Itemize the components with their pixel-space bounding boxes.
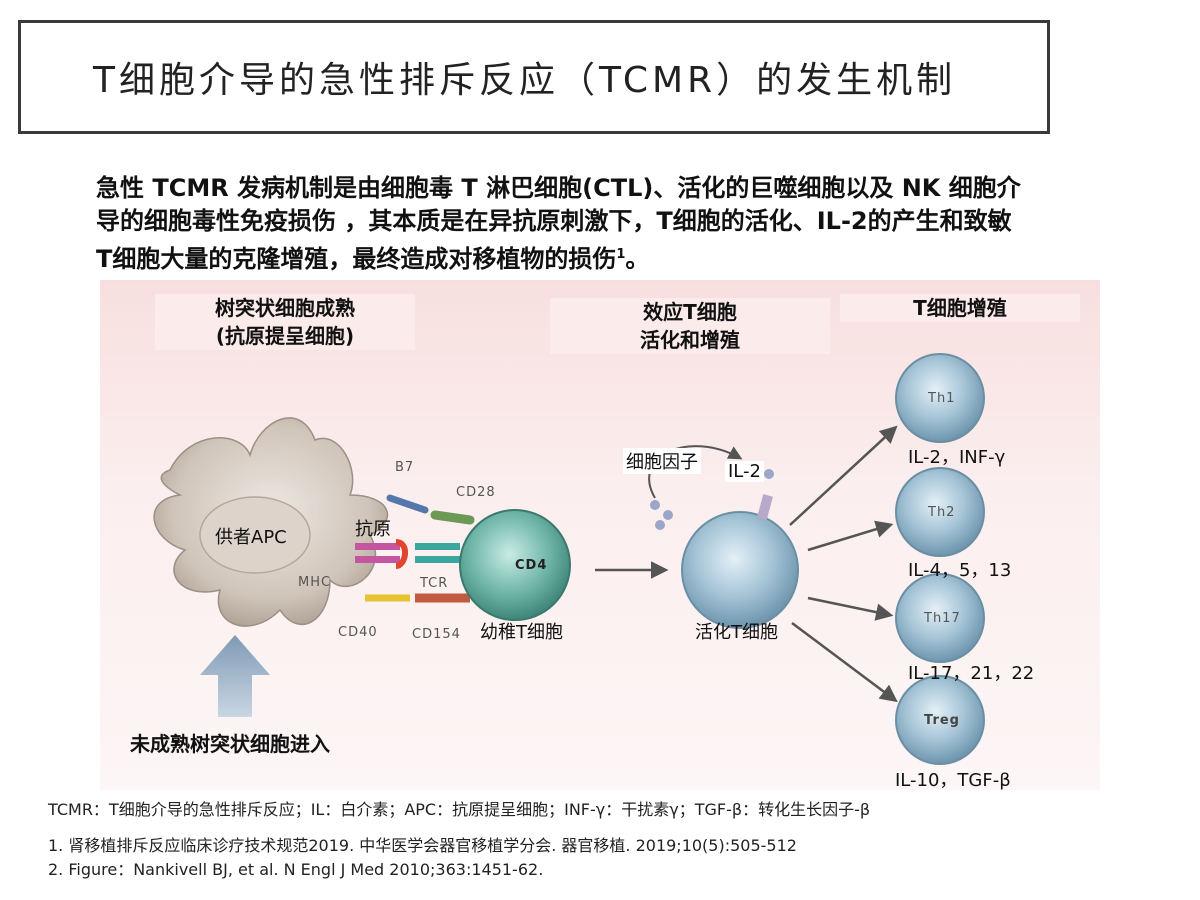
reference-2: 2. Figure：Nankivell BJ, et al. N Engl J … xyxy=(48,860,544,879)
title-box: T细胞介导的急性排斥反应（TCMR）的发生机制 xyxy=(18,20,1050,134)
treg-name: Treg xyxy=(924,713,960,728)
entry-arrow xyxy=(200,635,270,717)
reference-1: 1. 肾移植排斥反应临床诊疗技术规范2019. 中华医学会器官移植学分会. 器官… xyxy=(48,836,797,855)
intro-line-1: 急性 TCMR 发病机制是由细胞毒 T 淋巴细胞(CTL)、活化的巨噬细胞以及 … xyxy=(96,174,1021,202)
th1-name: Th1 xyxy=(928,391,956,406)
th1-cell xyxy=(895,353,985,443)
header-proliferation: T细胞增殖 xyxy=(840,294,1080,322)
th17-name: Th17 xyxy=(924,611,961,626)
th17-cell xyxy=(895,573,985,663)
abbreviations: TCMR：T细胞介导的急性排斥反应；IL：白介素；APC：抗原提呈细胞；INF-… xyxy=(48,800,871,819)
naive-t-cell xyxy=(459,509,571,621)
th2-cell xyxy=(895,467,985,557)
ref-superscript: 1 xyxy=(616,247,626,262)
cytokine-label: 细胞因子 xyxy=(623,448,701,474)
intro-paragraph: 急性 TCMR 发病机制是由细胞毒 T 淋巴细胞(CTL)、活化的巨噬细胞以及 … xyxy=(96,172,1136,276)
immature-dc-label: 未成熟树突状细胞进入 xyxy=(130,732,330,756)
th2-name: Th2 xyxy=(928,505,956,520)
mhc-label: MHC xyxy=(298,575,332,590)
antigen-label: 抗原 xyxy=(355,519,391,540)
cd154-label: CD154 xyxy=(412,627,461,642)
naive-t-label: 幼稚T细胞 xyxy=(480,622,563,643)
th1-cytokines: IL-2，INF-γ xyxy=(908,447,1006,468)
activated-t-cell xyxy=(681,511,799,629)
apc-nucleus xyxy=(199,496,311,574)
apc-label: 供者APC xyxy=(215,527,287,548)
il2-label: IL-2 xyxy=(725,461,764,482)
treg-cell xyxy=(895,675,985,765)
header-dc-maturation: 树突状细胞成熟 (抗原提呈细胞) xyxy=(155,294,415,350)
tcr-label: TCR xyxy=(420,576,449,591)
th2-cytokines: IL-4，5，13 xyxy=(908,560,1012,581)
activated-t-label: 活化T细胞 xyxy=(695,622,778,643)
header-effector: 效应T细胞 活化和增殖 xyxy=(550,298,830,354)
intro-line-3: T细胞大量的克隆增殖，最终造成对移植物的损伤1。 xyxy=(96,245,650,273)
intro-line-2: 导的细胞毒性免疫损伤 ，其本质是在异抗原刺激下，T细胞的活化、IL-2的产生和致… xyxy=(96,207,1012,235)
treg-cytokines: IL-10，TGF-β xyxy=(895,770,1011,791)
b7-label: B7 xyxy=(395,460,415,475)
th17-cytokines: IL-17，21，22 xyxy=(908,663,1035,684)
cd28-label: CD28 xyxy=(456,485,496,500)
cd40-label: CD40 xyxy=(338,625,378,640)
cd4-label: CD4 xyxy=(515,558,548,573)
mechanism-figure: 树突状细胞成熟 (抗原提呈细胞) 效应T细胞 活化和增殖 T细胞增殖 供者APC… xyxy=(100,280,1100,790)
slide-title: T细胞介导的急性排斥反应（TCMR）的发生机制 xyxy=(93,60,957,101)
figure-drawing xyxy=(153,353,985,765)
